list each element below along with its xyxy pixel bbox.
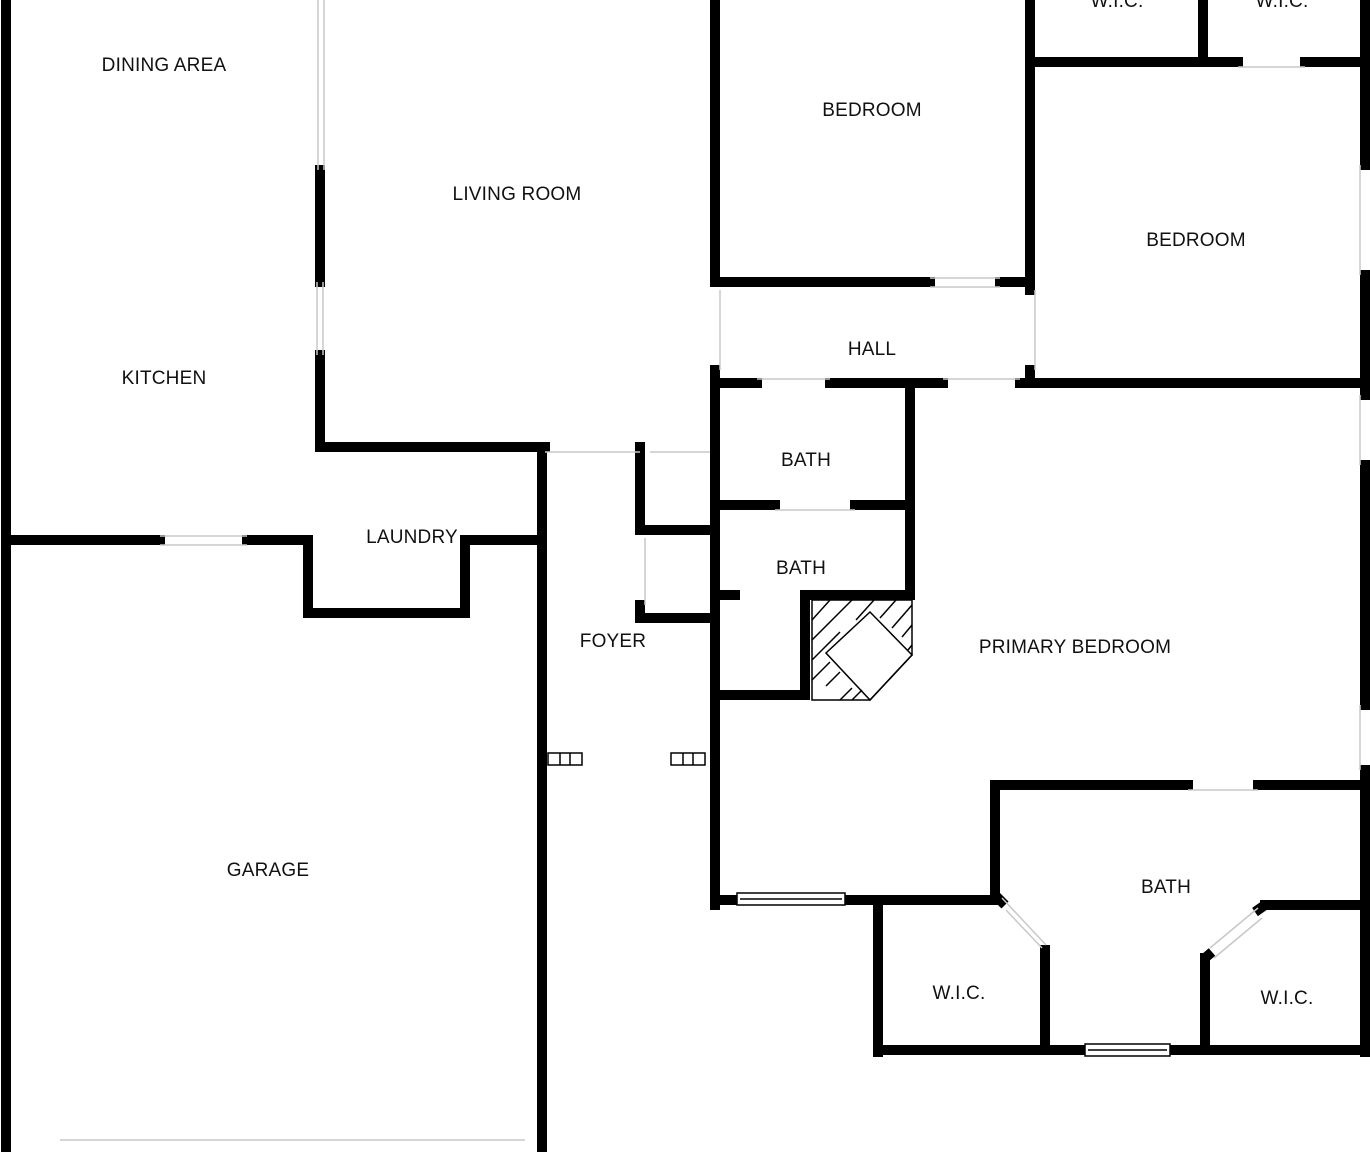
room-label-wic: W.I.C.: [932, 983, 986, 1004]
room-label-foyer: FOYER: [579, 631, 647, 652]
room-label-bedroom: BEDROOM: [1146, 230, 1246, 251]
room-label-living-room: LIVING ROOM: [452, 184, 582, 205]
room-label-wic: W.I.C.: [1260, 988, 1314, 1009]
angled-walls: [991, 891, 1268, 962]
room-label-bath: BATH: [775, 558, 827, 579]
windows: [547, 752, 1171, 1057]
room-label-dining-area: DINING AREA: [101, 55, 227, 76]
room-label-kitchen: KITCHEN: [121, 368, 207, 389]
room-label-bedroom: BEDROOM: [822, 100, 922, 121]
room-label-garage: GARAGE: [226, 860, 310, 881]
room-label-bath: BATH: [780, 450, 832, 471]
room-label-primary-bedroom: PRIMARY BEDROOM: [978, 637, 1172, 658]
room-label-wic: W.I.C.: [1090, 0, 1144, 12]
room-label-hall: HALL: [847, 339, 897, 360]
openings: [60, 0, 1361, 1141]
room-label-laundry: LAUNDRY: [366, 527, 458, 548]
fireplace-icon: [811, 599, 914, 702]
room-label-bath: BATH: [1140, 877, 1192, 898]
room-label-wic: W.I.C.: [1255, 0, 1309, 12]
angled-openings: [1001, 897, 1263, 959]
